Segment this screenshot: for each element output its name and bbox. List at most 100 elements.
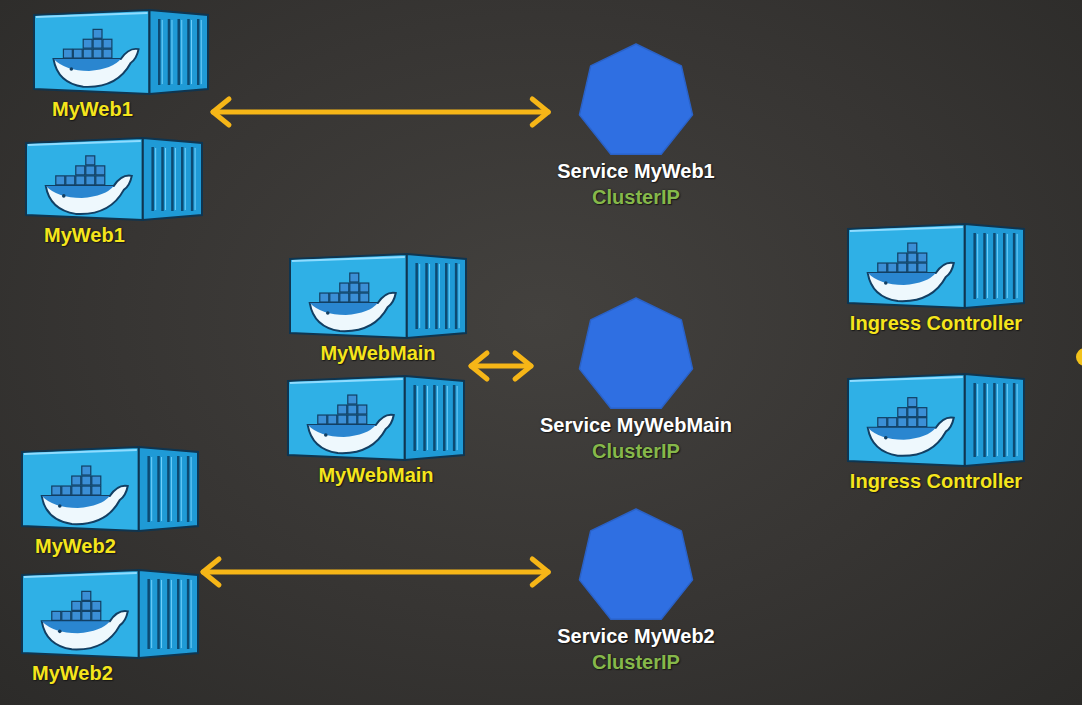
door-rib-light	[437, 386, 438, 450]
whale-box	[62, 486, 71, 495]
whale-box	[918, 418, 927, 427]
container-highlight	[290, 379, 403, 383]
door-rib	[993, 383, 996, 457]
whale-box	[350, 293, 359, 302]
whale-box	[86, 176, 95, 185]
whale-eye	[58, 630, 62, 634]
service-node: Service MyWeb1ClusterIP	[551, 38, 721, 210]
whale-box	[86, 156, 95, 165]
whale-body	[54, 49, 139, 87]
whale-box	[318, 415, 327, 424]
whale-box	[92, 486, 101, 495]
whale-back	[868, 428, 936, 440]
door-rib-light	[161, 580, 162, 648]
whale-box	[83, 49, 92, 58]
container-highlight	[24, 450, 137, 454]
whale-box	[93, 39, 102, 48]
door-rib-light	[459, 264, 460, 328]
container-label: MyWeb2	[35, 533, 116, 559]
container-door	[143, 138, 202, 220]
whale-eye	[58, 504, 62, 508]
whale-back	[310, 303, 378, 315]
bidirectional-arrow	[203, 559, 548, 585]
container-node: MyWeb1	[32, 8, 210, 122]
whale-box	[328, 415, 337, 424]
container-node: MyWebMain	[286, 374, 466, 488]
whale-box	[338, 415, 347, 424]
whale-body	[868, 263, 954, 301]
door-rib-light	[162, 20, 163, 84]
service-type: ClusterIP	[592, 649, 680, 675]
whale-eye	[884, 281, 888, 285]
door-rib-light	[161, 457, 162, 521]
whale-eye	[326, 311, 330, 315]
whale-box	[82, 466, 91, 475]
whale-box	[908, 408, 917, 417]
door-rib	[167, 456, 170, 522]
door-rib-light	[201, 20, 202, 84]
door-rib	[158, 19, 161, 85]
door-rib	[167, 579, 170, 649]
container-front	[22, 570, 139, 658]
container-door	[149, 10, 208, 94]
whale-body	[308, 415, 394, 453]
container-front	[34, 10, 149, 94]
whale-box	[340, 293, 349, 302]
door-rib	[1003, 383, 1006, 457]
whale-body	[42, 486, 128, 524]
door-rib-light	[151, 580, 152, 648]
door-rib	[423, 385, 426, 451]
whale-box	[76, 166, 85, 175]
whale-box	[360, 293, 369, 302]
service-node: Service MyWeb2ClusterIP	[551, 503, 721, 675]
container-highlight	[36, 13, 147, 17]
door-rib-light	[195, 148, 196, 210]
door-rib-light	[185, 148, 186, 210]
door-rib-light	[427, 386, 428, 450]
whale-box	[76, 176, 85, 185]
door-rib-light	[171, 580, 172, 648]
service-name: Service MyWeb2	[557, 623, 715, 649]
arrow-head	[471, 353, 487, 379]
door-rib	[1003, 233, 1006, 299]
door-rib	[147, 456, 150, 522]
whale-box	[348, 415, 357, 424]
container-node: Ingress Controller	[846, 372, 1026, 494]
whale-box	[338, 405, 347, 414]
service-type: ClusterIP	[592, 184, 680, 210]
whale-box	[358, 405, 367, 414]
whale-box	[103, 39, 112, 48]
container-node: MyWeb1	[24, 136, 204, 248]
door-rib-light	[171, 457, 172, 521]
container-front	[848, 224, 965, 308]
whale-box	[73, 49, 82, 58]
door-rib-light	[417, 386, 418, 450]
door-rib	[181, 147, 184, 211]
container-door	[139, 447, 198, 531]
container-front	[290, 254, 407, 338]
door-rib-light	[191, 580, 192, 648]
arrow-head	[532, 559, 548, 585]
door-rib	[445, 263, 448, 329]
container-icon	[20, 445, 200, 533]
door-rib	[171, 147, 174, 211]
whale-box	[93, 49, 102, 58]
container-front	[288, 376, 405, 460]
whale-box	[898, 253, 907, 262]
whale-box	[92, 611, 101, 620]
whale-box	[358, 415, 367, 424]
container-front	[26, 138, 143, 220]
whale-box	[72, 486, 81, 495]
door-rib-light	[191, 20, 192, 84]
container-door	[139, 570, 198, 658]
whale-box	[96, 166, 105, 175]
whale-box	[82, 591, 91, 600]
whale-box	[888, 418, 897, 427]
whale-box	[82, 611, 91, 620]
whale-back	[308, 425, 376, 437]
container-label: Ingress Controller	[850, 468, 1022, 494]
heptagon-shape	[579, 44, 692, 154]
container-door	[965, 374, 1024, 466]
door-rib	[168, 19, 171, 85]
service-heptagon	[576, 503, 696, 623]
